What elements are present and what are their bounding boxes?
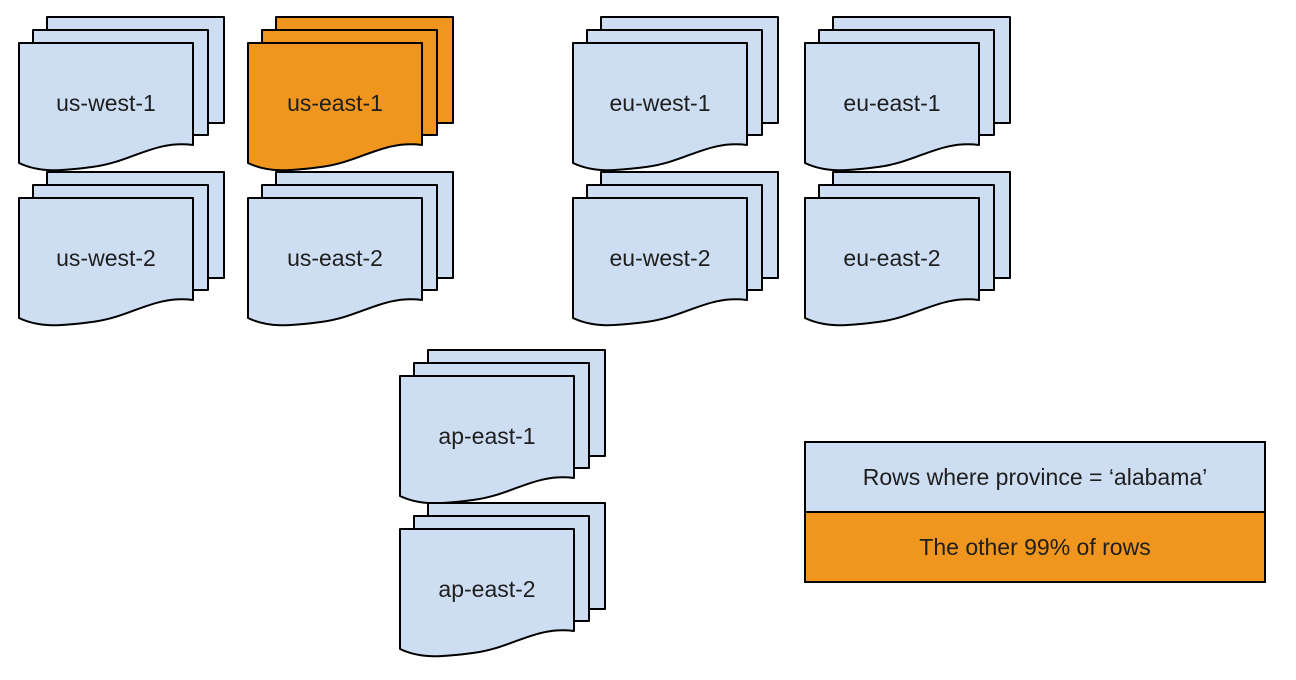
document-stack-icon <box>399 349 606 505</box>
region-stack-eu-west-2: eu-west-2 <box>568 169 780 331</box>
legend-label-other-rows: The other 99% of rows <box>919 533 1151 560</box>
document-stack-icon <box>247 171 454 327</box>
legend-label-alabama-rows: Rows where province = ‘alabama’ <box>862 463 1208 490</box>
legend-item-other-rows: The other 99% of rows <box>806 513 1264 581</box>
document-stack-icon <box>804 171 1011 327</box>
region-stack-eu-west-1: eu-west-1 <box>568 14 780 176</box>
region-stack-eu-east-2: eu-east-2 <box>800 169 1012 331</box>
document-stack-icon <box>804 16 1011 172</box>
document-stack-icon <box>18 16 225 172</box>
region-stack-ap-east-1: ap-east-1 <box>395 347 607 509</box>
region-stack-us-west-1: us-west-1 <box>14 14 226 176</box>
document-stack-icon <box>572 171 779 327</box>
region-stack-us-east-2: us-east-2 <box>243 169 455 331</box>
document-stack-icon <box>247 16 454 172</box>
document-stack-icon <box>399 502 606 658</box>
legend-item-alabama-rows: Rows where province = ‘alabama’ <box>806 443 1264 513</box>
region-stack-us-east-1: us-east-1 <box>243 14 455 176</box>
region-stack-ap-east-2: ap-east-2 <box>395 500 607 662</box>
document-stack-icon <box>18 171 225 327</box>
document-stack-icon <box>572 16 779 172</box>
legend: Rows where province = ‘alabama’ The othe… <box>804 441 1266 583</box>
region-stack-eu-east-1: eu-east-1 <box>800 14 1012 176</box>
region-stack-us-west-2: us-west-2 <box>14 169 226 331</box>
